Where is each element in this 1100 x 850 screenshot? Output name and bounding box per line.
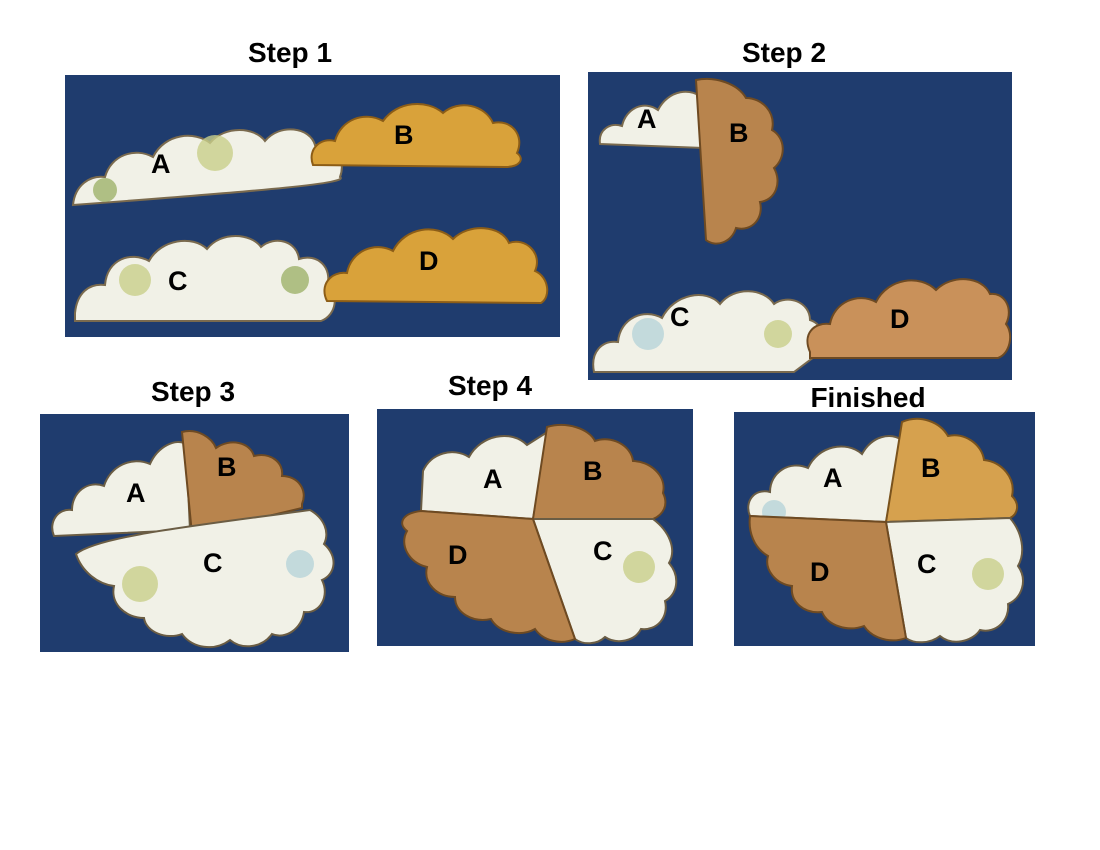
finished-label-b: B	[921, 453, 941, 483]
piece-b	[180, 430, 305, 536]
step-1-label-d: D	[419, 246, 439, 276]
piece-d	[806, 278, 1012, 359]
step-3-title: Step 3	[150, 376, 236, 407]
piece-c	[74, 508, 335, 649]
piece-b	[310, 102, 522, 169]
step-1-label-c: C	[168, 266, 188, 296]
step-2-label-b: B	[729, 118, 749, 148]
step-4-label-a: A	[483, 464, 503, 494]
piece-c	[531, 518, 678, 645]
piece-b	[694, 78, 784, 245]
finished-label-d: D	[810, 557, 830, 587]
step-2-title: Step 2	[741, 37, 827, 68]
step-4-title: Step 4	[447, 370, 533, 401]
step-2-label-d: D	[890, 304, 910, 334]
step-1-label-a: A	[151, 149, 171, 179]
finished-label-a: A	[823, 463, 843, 493]
piece-c	[884, 516, 1024, 644]
step-3-label-b: B	[217, 452, 237, 482]
piece-a	[419, 428, 551, 521]
step-4-photo: A B C D	[377, 409, 693, 646]
piece-a	[747, 435, 904, 524]
step-1-title: Step 1	[247, 37, 333, 68]
finished-label-c: C	[917, 549, 937, 579]
piece-d	[401, 509, 577, 643]
step-2-label-c: C	[670, 302, 690, 332]
piece-c	[592, 290, 825, 373]
piece-a	[51, 441, 192, 538]
step-1-label-b: B	[394, 120, 414, 150]
step-4-label-b: B	[583, 456, 603, 486]
step-3-label-a: A	[126, 478, 146, 508]
step-3-photo: A B C	[40, 414, 349, 652]
step-4-label-c: C	[593, 536, 613, 566]
step-2-label-a: A	[637, 104, 657, 134]
step-1-photo: A B C D	[65, 75, 560, 337]
finished-title: Finished	[810, 382, 926, 413]
step-3-label-c: C	[203, 548, 223, 578]
piece-d	[748, 514, 908, 642]
piece-d	[323, 227, 549, 305]
step-2-photo: A B C D	[588, 72, 1012, 380]
step-4-label-d: D	[448, 540, 468, 570]
piece-b	[531, 423, 667, 520]
finished-photo: A B C D	[734, 412, 1035, 646]
piece-a	[598, 90, 705, 150]
piece-b	[884, 417, 1018, 524]
